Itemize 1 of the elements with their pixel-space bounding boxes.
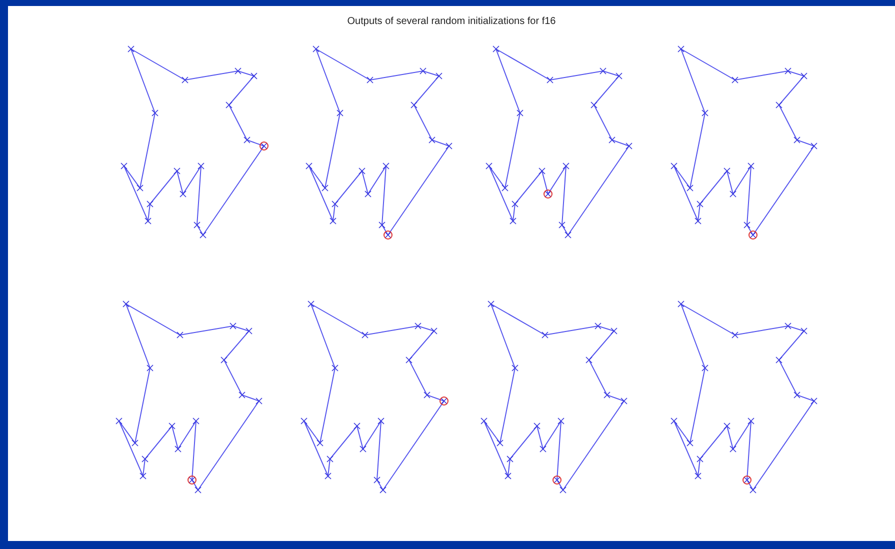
chart-title: Outputs of several random initializations for f16	[346, 16, 557, 27]
